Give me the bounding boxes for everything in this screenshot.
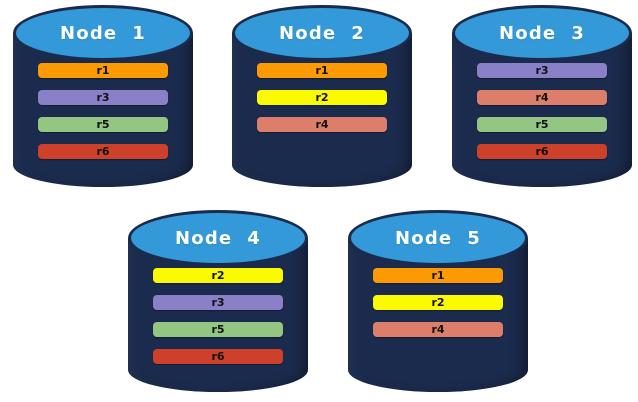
replica-bar[interactable]: r2 — [373, 295, 503, 310]
replica-bar[interactable]: r2 — [257, 90, 387, 105]
cylinder-top-ellipse — [452, 5, 632, 61]
replica-bar[interactable]: r3 — [477, 63, 607, 78]
replica-list: r2 r3 r5 r6 — [153, 268, 283, 364]
replica-list: r1 r3 r5 r6 — [38, 63, 168, 159]
replica-bar[interactable]: r5 — [153, 322, 283, 337]
replica-list: r1 r2 r4 — [257, 63, 387, 132]
replica-list: r1 r2 r4 — [373, 268, 503, 337]
node-title-label: Node 4 — [175, 227, 261, 249]
database-node-cylinder[interactable]: Node 2 r1 r2 r4 — [232, 5, 412, 187]
database-node-cylinder[interactable]: Node 4 r2 r3 r5 r6 — [128, 210, 308, 392]
replica-bar[interactable]: r5 — [477, 117, 607, 132]
cylinder-top-ellipse — [348, 210, 528, 266]
replica-bar[interactable]: r6 — [38, 144, 168, 159]
database-node-cylinder[interactable]: Node 5 r1 r2 r4 — [348, 210, 528, 392]
replica-bar[interactable]: r4 — [477, 90, 607, 105]
replica-bar[interactable]: r4 — [257, 117, 387, 132]
replica-bar[interactable]: r3 — [38, 90, 168, 105]
database-node-cylinder[interactable]: Node 3 r3 r4 r5 r6 — [452, 5, 632, 187]
replica-bar[interactable]: r2 — [153, 268, 283, 283]
replica-bar[interactable]: r6 — [153, 349, 283, 364]
node-title-label: Node 2 — [279, 22, 365, 44]
replica-bar[interactable]: r1 — [38, 63, 168, 78]
cylinder-top-ellipse — [128, 210, 308, 266]
replica-bar[interactable]: r1 — [257, 63, 387, 78]
replica-bar[interactable]: r5 — [38, 117, 168, 132]
replica-bar[interactable]: r4 — [373, 322, 503, 337]
cylinder-top-ellipse — [232, 5, 412, 61]
replica-bar[interactable]: r3 — [153, 295, 283, 310]
replica-list: r3 r4 r5 r6 — [477, 63, 607, 159]
database-node-cylinder[interactable]: Node 1 r1 r3 r5 r6 — [13, 5, 193, 187]
replica-bar[interactable]: r6 — [477, 144, 607, 159]
node-title-label: Node 1 — [60, 22, 146, 44]
node-title-label: Node 3 — [499, 22, 585, 44]
cylinder-top-ellipse — [13, 5, 193, 61]
replica-bar[interactable]: r1 — [373, 268, 503, 283]
node-title-label: Node 5 — [395, 227, 481, 249]
